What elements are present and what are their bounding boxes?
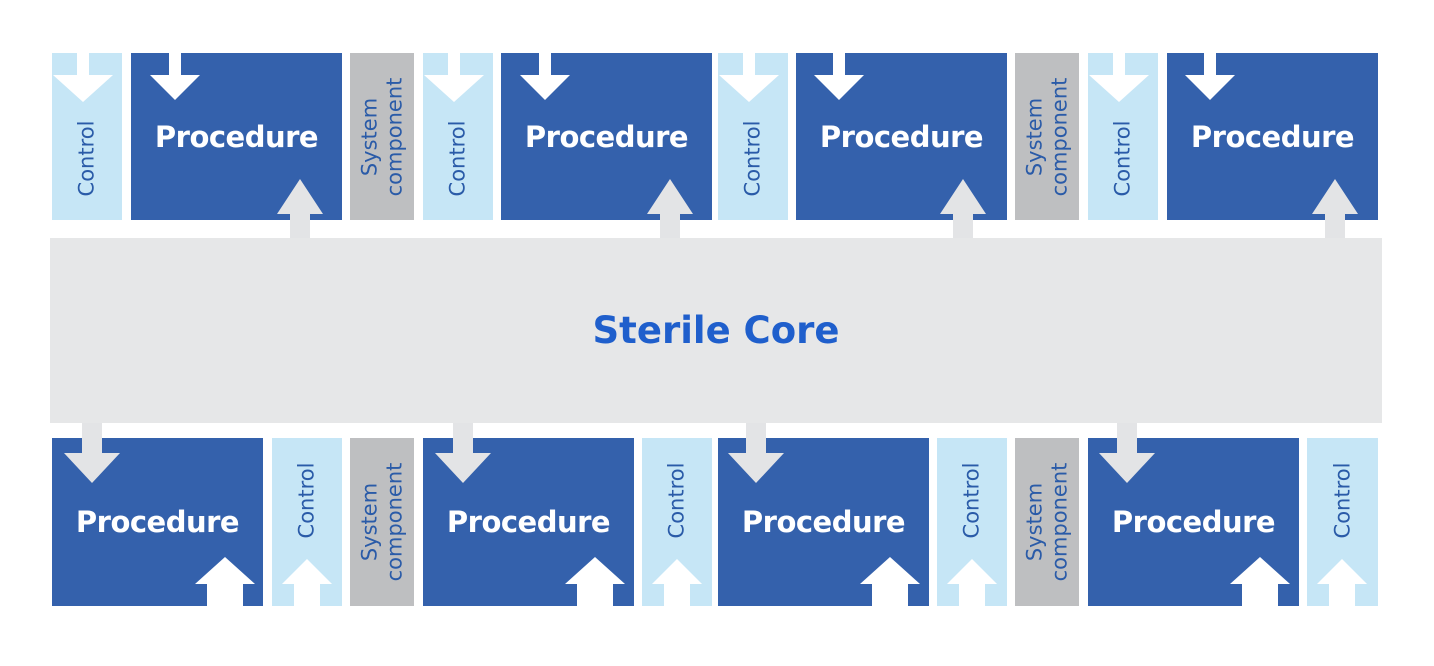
top-procedure-4-label: Procedure [1190,119,1355,154]
core-down-arrow-icon [728,423,784,483]
core-down-arrow-icon [435,423,491,483]
bottom-procedure-3-label: Procedure [741,505,906,539]
top-system-component-1: System component [350,53,414,220]
top-procedure-2-label: Procedure [524,119,689,154]
core-up-arrow-icon [647,179,693,238]
core-down-arrow-icon [1099,423,1155,483]
down-arrow-icon [520,53,570,100]
top-system-component-2: System component [1015,53,1079,220]
up-arrow-icon [947,559,997,606]
up-arrow-icon [195,557,255,606]
core-up-arrow-icon [940,179,986,238]
down-arrow-icon [1089,53,1149,102]
bottom-system-component-2: System component [1015,438,1079,606]
up-arrow-icon [860,557,920,606]
up-arrow-icon [565,557,625,606]
bottom-system-component-1: System component [350,438,414,606]
bottom-procedure-4-label: Procedure [1111,505,1276,539]
up-arrow-icon [1230,557,1290,606]
core-up-arrow-icon [277,179,323,238]
down-arrow-icon [53,53,113,102]
core-up-arrow-icon [1312,179,1358,238]
down-arrow-icon [719,53,779,102]
top-procedure-3-label: Procedure [819,119,984,154]
bottom-procedure-1-label: Procedure [75,505,240,539]
sterile-core-label: Sterile Core [592,309,840,352]
down-arrow-icon [814,53,864,100]
down-arrow-icon [424,53,484,102]
bottom-procedure-2-label: Procedure [446,505,611,539]
up-arrow-icon [652,559,702,606]
down-arrow-icon [1185,53,1235,100]
up-arrow-icon [282,559,332,606]
core-down-arrow-icon [64,423,120,483]
top-procedure-1-label: Procedure [154,119,319,154]
sterile-core: Sterile Core [50,238,1382,423]
up-arrow-icon [1317,559,1367,606]
down-arrow-icon [150,53,200,100]
